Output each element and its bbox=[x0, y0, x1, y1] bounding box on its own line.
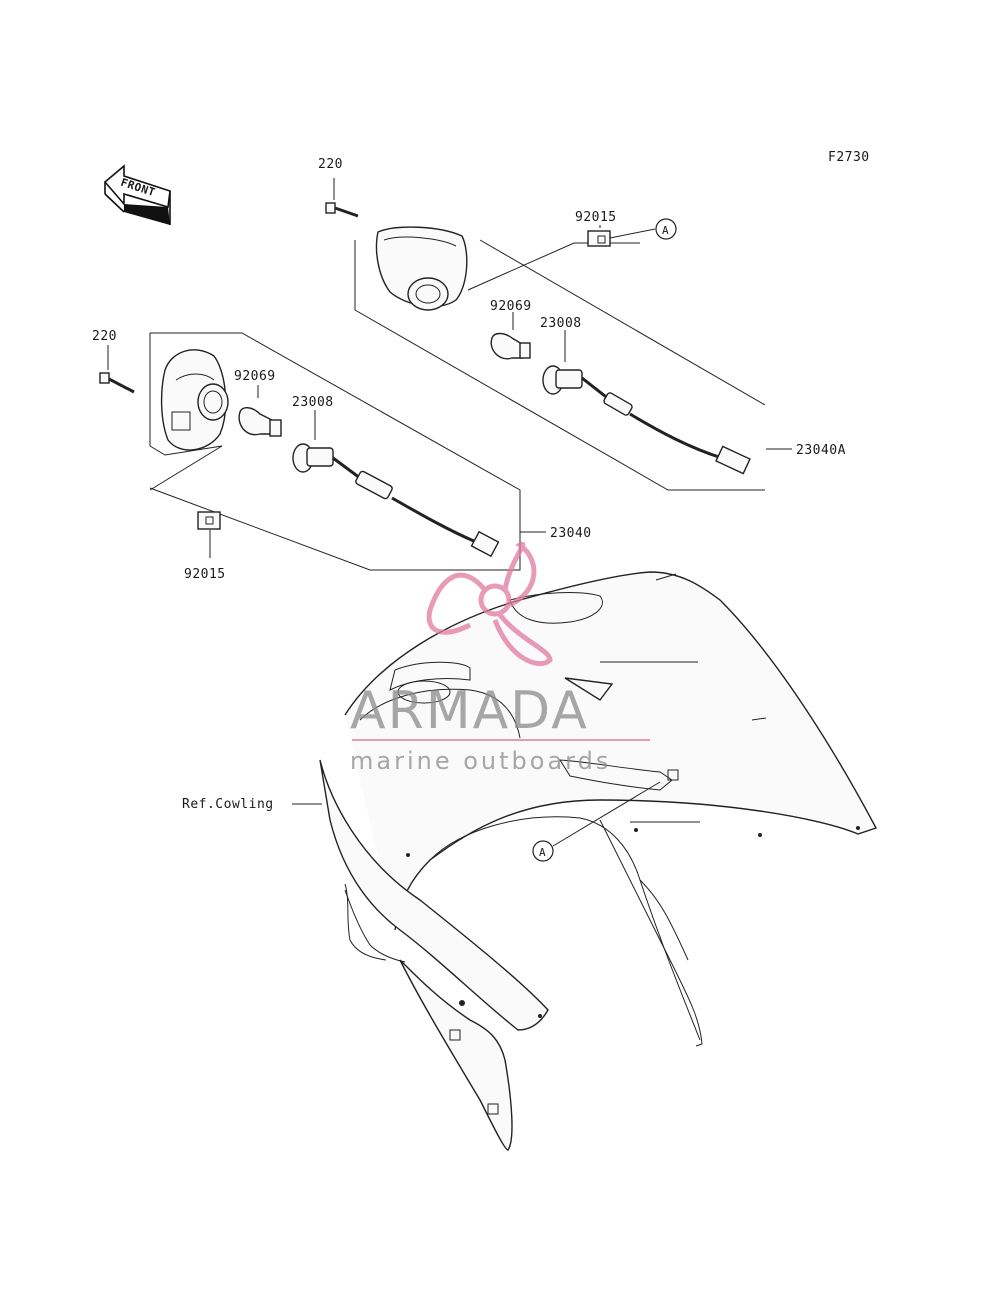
svg-text:A: A bbox=[539, 846, 546, 859]
bulb-right bbox=[490, 312, 531, 360]
bracket-right-upper bbox=[467, 242, 640, 291]
clip-right bbox=[587, 225, 611, 247]
label-socket-right: 23008 bbox=[540, 316, 582, 331]
cowling bbox=[319, 571, 878, 1151]
bracket-left bbox=[149, 332, 521, 571]
label-clip-right: 92015 bbox=[575, 210, 617, 225]
svg-text:A: A bbox=[662, 224, 669, 237]
socket-left bbox=[292, 410, 500, 558]
watermark-tagline: marine outboards bbox=[350, 747, 611, 775]
label-assy-left: 23040 bbox=[550, 526, 592, 541]
figure-code: F2730 bbox=[828, 150, 870, 165]
watermark-logo-icon bbox=[426, 541, 553, 667]
label-assy-right: 23040A bbox=[796, 443, 846, 458]
label-socket-left: 23008 bbox=[292, 395, 334, 410]
bracket-right-lower bbox=[354, 240, 765, 491]
bulb-left bbox=[238, 385, 282, 437]
watermark-brand: ARMADA bbox=[350, 681, 589, 741]
label-bolt-left: 220 bbox=[92, 329, 117, 344]
front-arrow-icon: FRONT bbox=[103, 164, 171, 225]
lamp-housing-right bbox=[375, 226, 468, 311]
label-clip-left: 92015 bbox=[184, 567, 226, 582]
label-bolt-right: 220 bbox=[318, 157, 343, 172]
bracket-right-top bbox=[479, 239, 766, 406]
marker-a-bottom: A bbox=[532, 781, 661, 862]
bolt-left bbox=[99, 345, 135, 394]
label-bulb-left: 92069 bbox=[234, 369, 276, 384]
bolt-right bbox=[325, 178, 359, 218]
bracket-left-clip bbox=[149, 445, 223, 491]
label-ref-cowling: Ref.Cowling bbox=[182, 797, 274, 812]
lamp-housing-left bbox=[160, 349, 229, 451]
clip-left bbox=[197, 511, 221, 558]
label-bulb-right: 92069 bbox=[490, 299, 532, 314]
marker-a-top: A bbox=[609, 218, 677, 240]
socket-right bbox=[542, 330, 751, 475]
